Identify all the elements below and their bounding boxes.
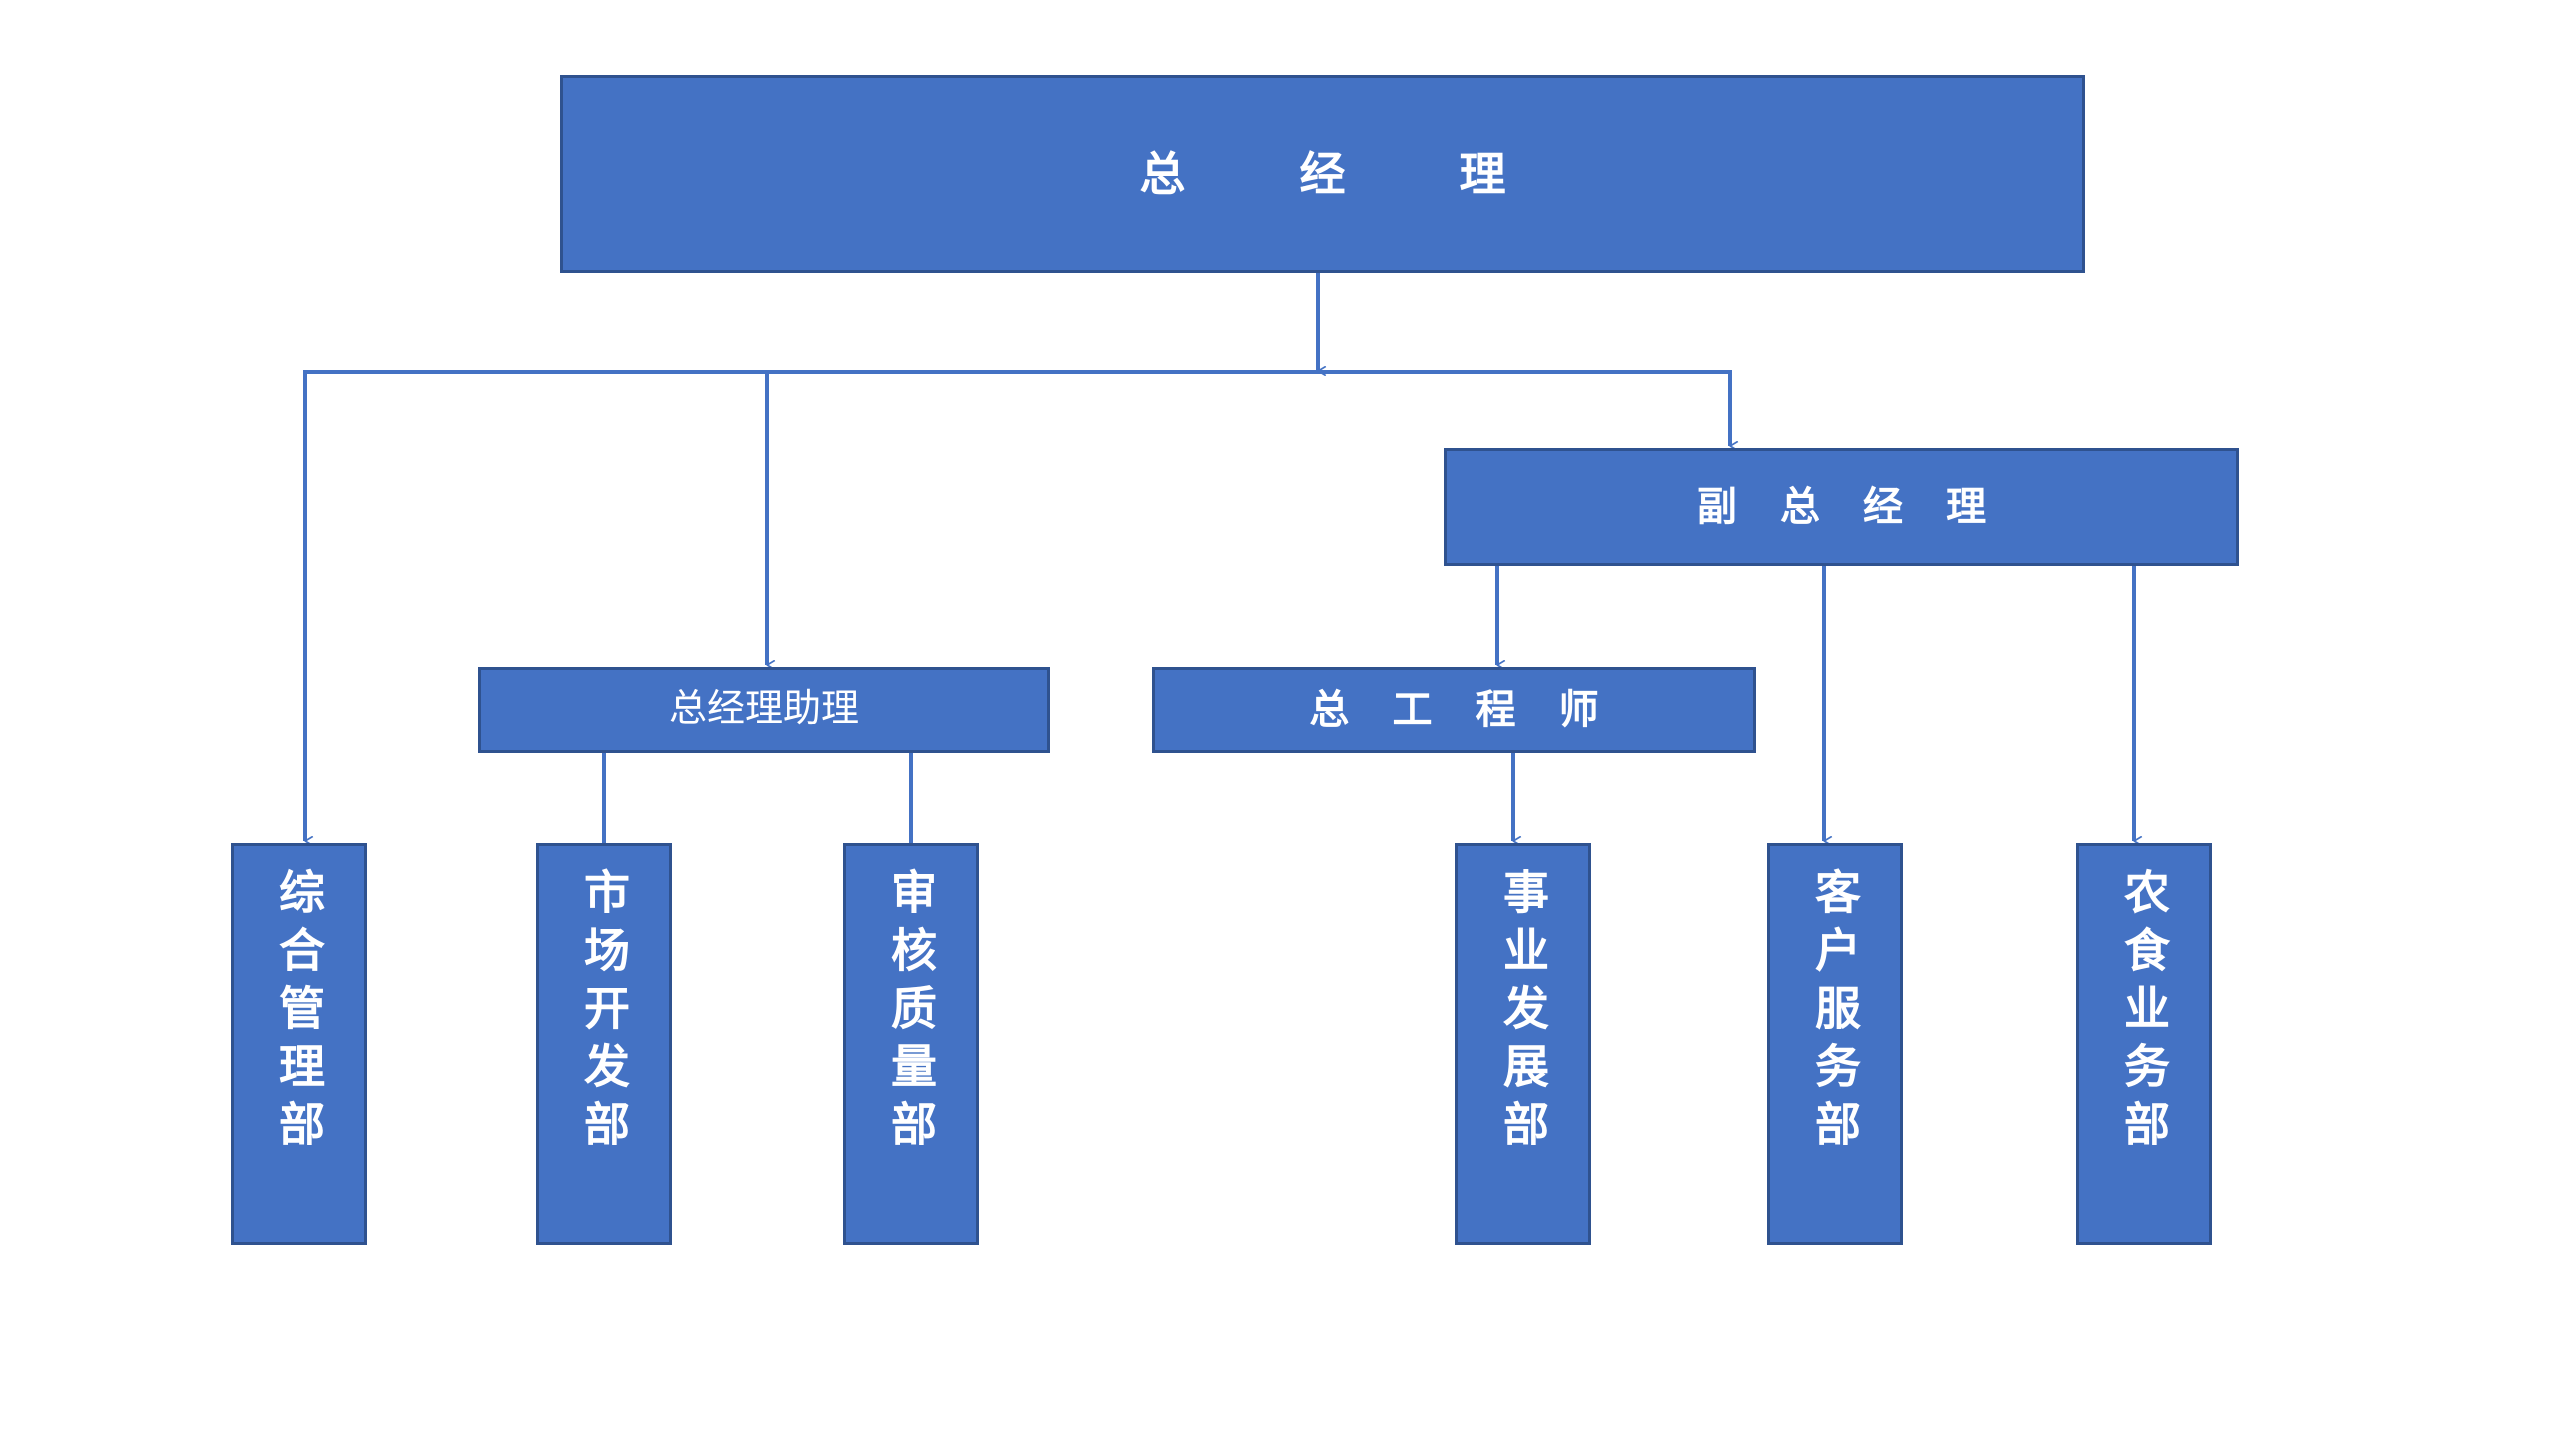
node-business-development-dept-label: 事业发展部	[1497, 868, 1549, 1158]
node-gm-assistant[interactable]: 总经理助理	[478, 667, 1050, 753]
node-general-management-dept-label: 综合管理部	[273, 868, 325, 1158]
node-customer-service-dept-label: 客户服务部	[1809, 868, 1861, 1158]
node-general-manager[interactable]: 总 经 理	[560, 75, 2085, 273]
node-chief-engineer-label: 总 工 程 师	[1309, 688, 1615, 732]
node-agri-food-business-dept-label: 农食业务部	[2118, 868, 2170, 1158]
node-audit-quality-dept-label: 审核质量部	[885, 868, 937, 1158]
node-deputy-general-manager[interactable]: 副 总 经 理	[1444, 448, 2239, 566]
node-customer-service-dept[interactable]: 客户服务部	[1767, 843, 1903, 1245]
node-chief-engineer[interactable]: 总 工 程 师	[1152, 667, 1756, 753]
node-market-development-dept[interactable]: 市场开发部	[536, 843, 672, 1245]
node-deputy-general-manager-label: 副 总 经 理	[1696, 485, 2003, 529]
node-general-manager-label: 总 经 理	[1139, 147, 1540, 200]
node-market-development-dept-label: 市场开发部	[578, 868, 630, 1158]
node-agri-food-business-dept[interactable]: 农食业务部	[2076, 843, 2212, 1245]
node-gm-assistant-label: 总经理助理	[668, 688, 859, 731]
node-general-management-dept[interactable]: 综合管理部	[231, 843, 367, 1245]
node-audit-quality-dept[interactable]: 审核质量部	[843, 843, 979, 1245]
node-business-development-dept[interactable]: 事业发展部	[1455, 843, 1591, 1245]
